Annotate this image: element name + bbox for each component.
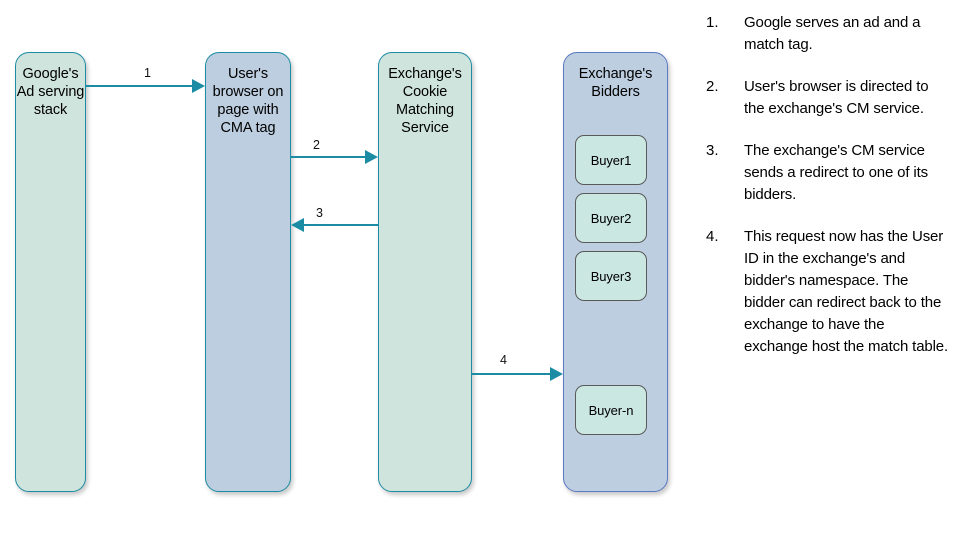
step-text: User's browser is directed to the exchan…: [744, 78, 929, 117]
flow-box-label: Exchange's Cookie Matching Service: [388, 66, 462, 136]
step-item-3: 3. The exchange's CM service sends a red…: [706, 140, 950, 206]
buyer-box-n[interactable]: Buyer-n: [575, 385, 647, 435]
step-number: 4.: [706, 228, 719, 245]
flow-box-exchange-cookie-matching-service[interactable]: Exchange's Cookie Matching Service: [378, 52, 472, 492]
connector-3-arrowhead-icon: [291, 218, 304, 232]
steps-list: 1. Google serves an ad and a match tag. …: [706, 12, 950, 378]
connector-3-label: 3: [316, 206, 323, 220]
step-item-4: 4. This request now has the User ID in t…: [706, 226, 950, 358]
step-text: This request now has the User ID in the …: [744, 228, 948, 355]
connector-2-line: [291, 156, 365, 159]
buyer-box-2[interactable]: Buyer2: [575, 193, 647, 243]
buyer-label: Buyer-n: [588, 402, 634, 418]
flow-box-label: Google's Ad serving stack: [16, 66, 85, 118]
step-number: 1.: [706, 14, 719, 31]
connector-2-arrowhead-icon: [365, 150, 378, 164]
step-number: 3.: [706, 142, 719, 159]
connector-4-label: 4: [500, 353, 507, 367]
flow-box-label: Exchange's Bidders: [578, 66, 653, 100]
buyer-label: Buyer2: [590, 210, 632, 226]
flow-box-user-browser[interactable]: User's browser on page with CMA tag: [205, 52, 291, 492]
buyer-label: Buyer1: [590, 152, 632, 168]
connector-1-arrowhead-icon: [192, 79, 205, 93]
connector-1-line: [86, 85, 192, 88]
connector-4-arrowhead-icon: [550, 367, 563, 381]
buyer-box-1[interactable]: Buyer1: [575, 135, 647, 185]
connector-4-line: [472, 373, 550, 376]
step-item-2: 2. User's browser is directed to the exc…: [706, 76, 950, 120]
connector-2-label: 2: [313, 138, 320, 152]
step-text: Google serves an ad and a match tag.: [744, 14, 921, 53]
connector-3-line: [304, 224, 378, 227]
step-number: 2.: [706, 78, 719, 95]
step-text: The exchange's CM service sends a redire…: [744, 142, 928, 203]
connector-1-label: 1: [144, 66, 151, 80]
step-item-1: 1. Google serves an ad and a match tag.: [706, 12, 950, 56]
flow-box-google-ad-serving-stack[interactable]: Google's Ad serving stack: [15, 52, 86, 492]
buyer-box-3[interactable]: Buyer3: [575, 251, 647, 301]
buyer-label: Buyer3: [590, 268, 632, 284]
flow-box-label: User's browser on page with CMA tag: [212, 66, 284, 136]
